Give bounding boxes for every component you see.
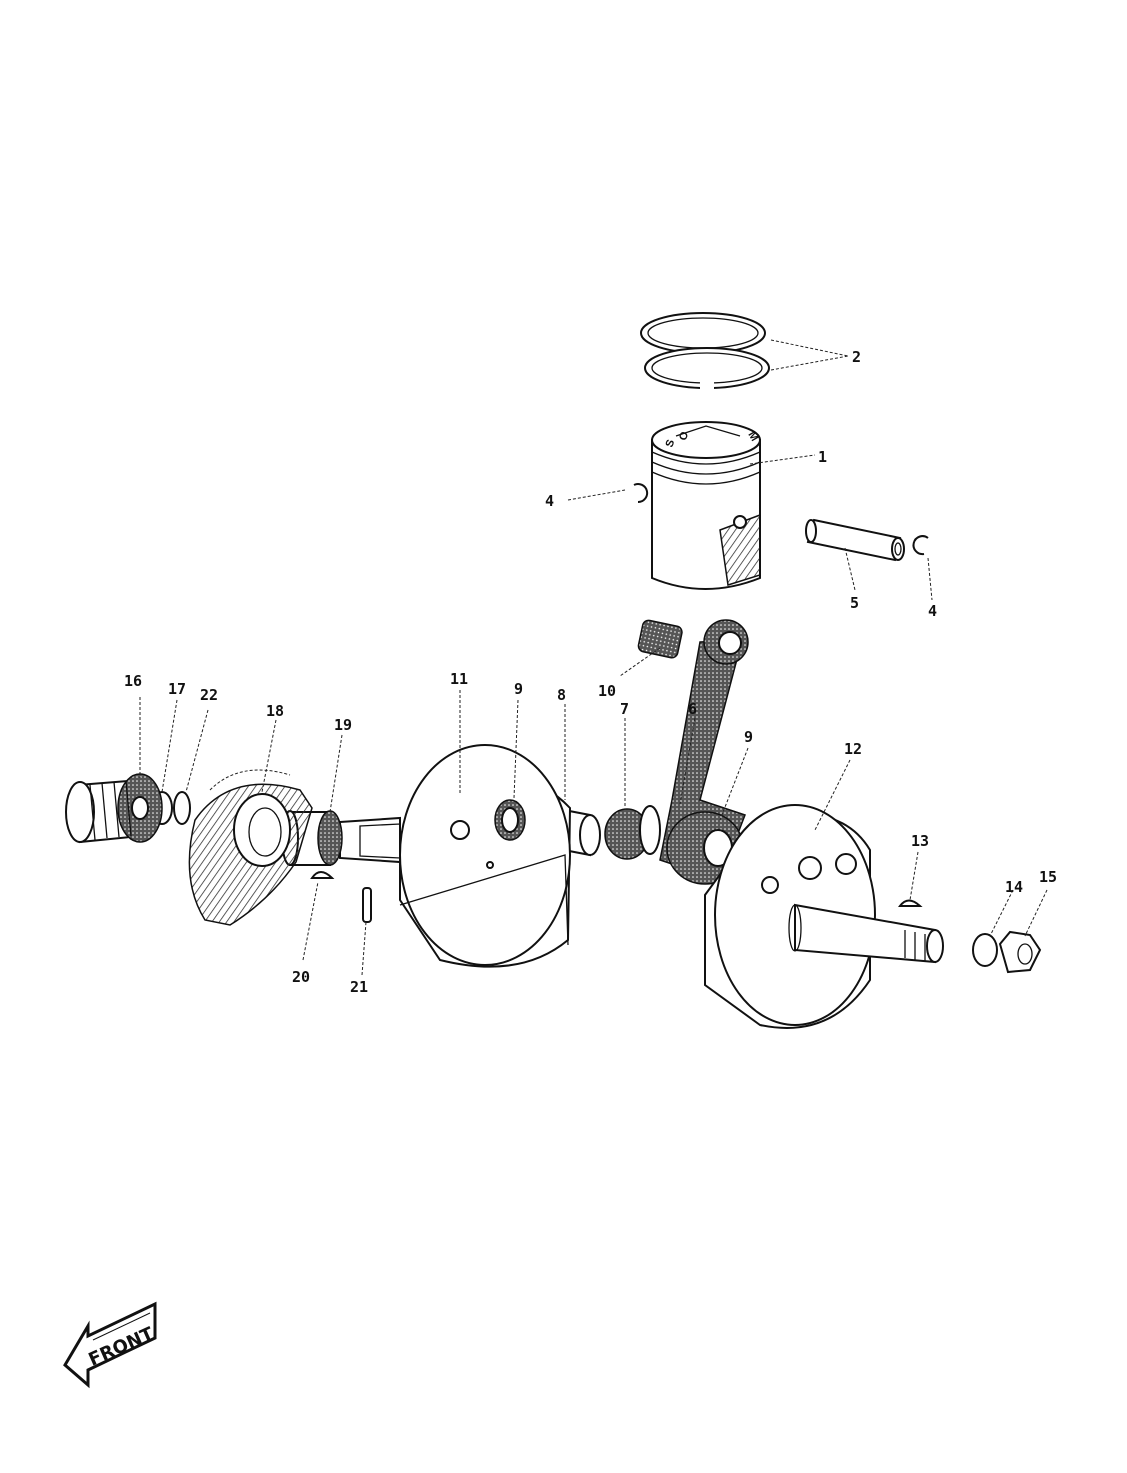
woodruff-key-left: [310, 871, 335, 879]
callout-9-left: 9: [514, 680, 523, 698]
callout-4-right: 4: [928, 602, 937, 620]
piston-ring-upper: [640, 312, 766, 354]
small-end-bearing: [637, 619, 683, 659]
callout-11: 11: [450, 670, 468, 688]
crank-nut: [998, 930, 1042, 974]
callout-17: 17: [168, 680, 186, 698]
lock-washer: [972, 933, 998, 967]
circlip-right: [912, 535, 929, 556]
left-mainshaft: [339, 816, 401, 864]
callout-13: 13: [911, 832, 929, 850]
piston-mark-o: O: [677, 430, 691, 442]
piston-pin: [805, 518, 905, 562]
callout-21: 21: [350, 978, 368, 996]
primary-gear: [65, 773, 163, 844]
callout-15: 15: [1039, 868, 1057, 886]
left-flywheel: [399, 744, 572, 968]
callout-5: 5: [850, 594, 859, 612]
callout-2: 2: [852, 348, 861, 366]
front-arrow: FRONT: [63, 1301, 158, 1389]
callout-20: 20: [292, 968, 310, 986]
circlip-left: [633, 483, 649, 504]
right-flywheel: [704, 804, 944, 1029]
callout-4-left: 4: [545, 492, 554, 510]
piston-ring-lower: [644, 347, 770, 390]
piston-mark-s: S: [664, 438, 678, 449]
seal-plate: [188, 783, 313, 926]
callout-14: 14: [1005, 878, 1023, 896]
callout-22: 22: [200, 686, 218, 704]
callout-1: 1: [818, 448, 827, 466]
callout-18: 18: [266, 702, 284, 720]
callout-7: 7: [620, 700, 629, 718]
woodruff-key-right: [898, 899, 923, 907]
dowel-pin: [362, 887, 372, 923]
piston: [651, 421, 761, 590]
callout-8: 8: [557, 686, 566, 704]
big-end-bearing: [604, 805, 661, 860]
callout-16: 16: [124, 672, 142, 690]
callout-6: 6: [688, 700, 697, 718]
callout-19: 19: [334, 716, 352, 734]
leader-lines: [139, 339, 1048, 976]
connecting-rod: [659, 619, 749, 885]
callout-10: 10: [598, 682, 616, 700]
callout-9-right: 9: [744, 728, 753, 746]
callout-12: 12: [844, 740, 862, 758]
o-ring: [173, 791, 191, 825]
